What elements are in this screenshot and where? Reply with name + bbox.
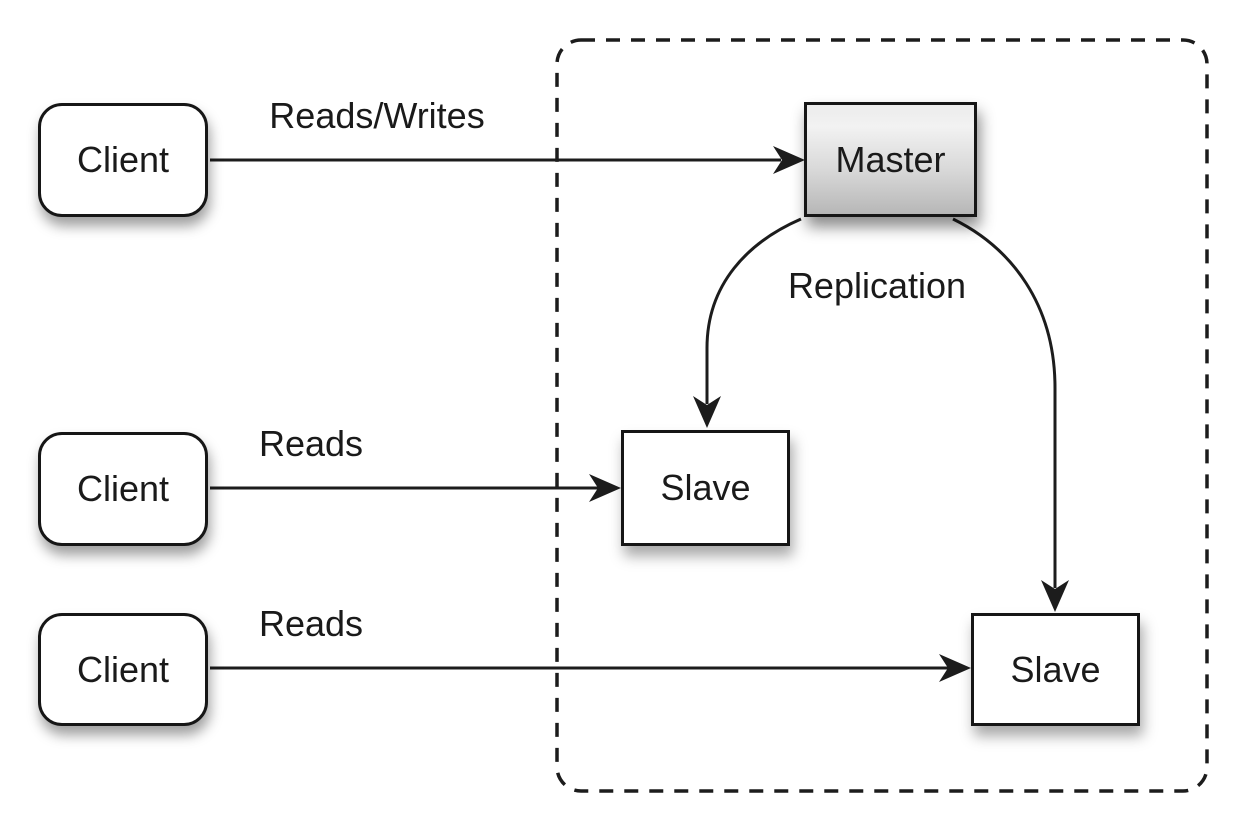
node-client-top-label: Client bbox=[76, 139, 170, 180]
node-slave-left-label: Slave bbox=[660, 467, 751, 508]
node-slave-right-label: Slave bbox=[1010, 648, 1101, 690]
arrow-reads-middle-head-icon bbox=[589, 474, 621, 502]
edge-label-reads-bottom: Reads bbox=[258, 603, 364, 644]
node-slave-right: Slave bbox=[971, 613, 1140, 726]
arrow-replication-right-head-icon bbox=[1041, 580, 1069, 612]
node-master-label: Master bbox=[835, 138, 946, 180]
edge-label-reads-middle: Reads bbox=[258, 423, 364, 464]
arrow-replication-left-head-icon bbox=[693, 396, 721, 428]
node-client-middle-label: Client bbox=[76, 468, 170, 509]
edge-label-reads-writes: Reads/Writes bbox=[269, 95, 485, 136]
arrow-reads-bottom-head-icon bbox=[939, 654, 971, 682]
node-client-top: Client bbox=[38, 103, 208, 217]
node-client-middle: Client bbox=[38, 432, 208, 546]
arrow-replication-left-line bbox=[705, 217, 802, 404]
node-master: Master bbox=[804, 102, 977, 217]
node-client-bottom: Client bbox=[38, 613, 208, 726]
edge-label-replication: Replication bbox=[787, 265, 967, 306]
node-client-bottom-label: Client bbox=[76, 648, 170, 690]
arrow-reads-writes-head-icon bbox=[773, 146, 805, 174]
node-slave-left: Slave bbox=[621, 430, 790, 546]
